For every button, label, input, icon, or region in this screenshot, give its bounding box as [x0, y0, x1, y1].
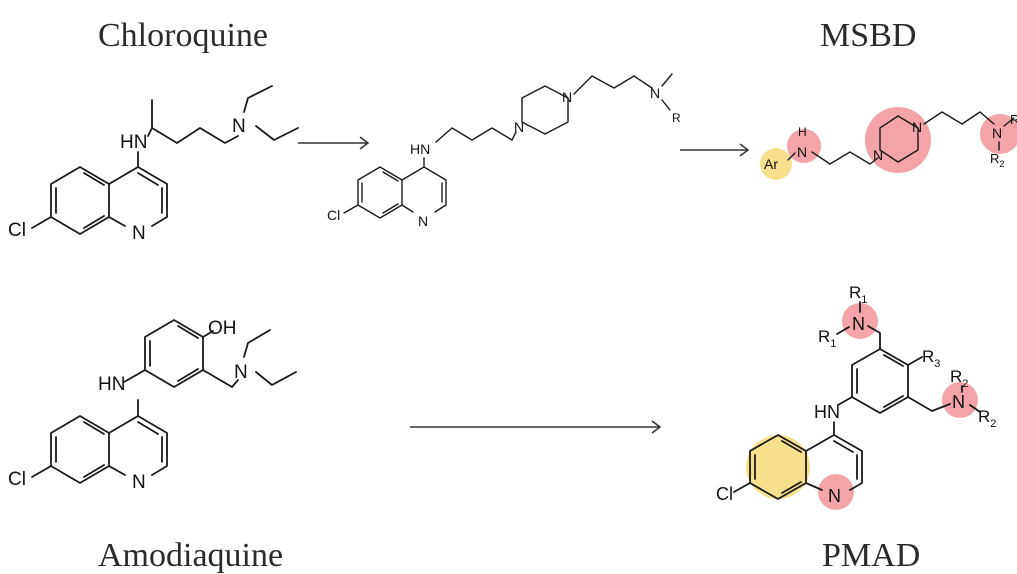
- arrow-intermediate-to-msbd: [680, 143, 750, 157]
- atom-h: H: [798, 125, 807, 139]
- arrow-amodiaquine-to-pmad: [410, 420, 662, 434]
- atom-n-amine: N: [234, 362, 248, 383]
- atom-n-ring: N: [418, 213, 428, 229]
- atom-r3: R3: [922, 347, 940, 370]
- atom-hn: HN: [98, 374, 125, 395]
- molecule-intermediate: Cl N HN N N N R: [327, 73, 681, 229]
- atom-n-ring: N: [132, 472, 146, 493]
- title-amodiaquine: Amodiaquine: [98, 537, 283, 574]
- title-msbd: MSBD: [820, 17, 916, 54]
- title-pmad: PMAD: [822, 537, 920, 574]
- atom-r-cutoff: R: [1010, 112, 1017, 127]
- molecule-pmad: Cl N HN R3 N R1 R1 N R2 R2: [716, 283, 996, 510]
- atom-r1-top: R1: [849, 283, 867, 306]
- title-chloroquine: Chloroquine: [98, 17, 268, 54]
- atom-oh: OH: [208, 318, 237, 339]
- atom-ar: Ar: [764, 156, 778, 172]
- molecule-chloroquine: Cl N HN N: [8, 85, 299, 244]
- atom-n-linker: N: [797, 144, 807, 160]
- atom-hn: HN: [120, 132, 147, 153]
- atom-n-pip2: N: [912, 119, 922, 135]
- atom-n-ring: N: [132, 223, 146, 244]
- atom-r2-right: R2: [978, 407, 996, 430]
- atom-r: R: [672, 111, 681, 125]
- atom-r1-left: R1: [818, 327, 836, 350]
- atom-n-amine: N: [232, 116, 246, 137]
- atom-n-terminal: N: [992, 125, 1002, 141]
- atom-n-terminal: N: [650, 85, 660, 101]
- atom-n-pip2: N: [562, 89, 572, 105]
- molecule-amodiaquine: Cl N HN OH N: [8, 318, 297, 493]
- atom-cl: Cl: [716, 484, 733, 504]
- atom-cl: Cl: [327, 207, 340, 223]
- highlight-nh: [787, 129, 821, 163]
- highlight-n-top: [842, 303, 878, 339]
- highlight-ring-n: [818, 474, 854, 510]
- highlight-n-right: [942, 382, 978, 418]
- highlight-piperazine: [865, 107, 931, 173]
- atom-n-right: N: [952, 392, 965, 412]
- atom-r2: R2: [990, 151, 1004, 169]
- highlight-ar: [760, 148, 792, 180]
- arrow-chloroquine-to-intermediate: [298, 136, 370, 150]
- atom-n-pip1: N: [514, 119, 524, 135]
- highlight-benzo-ring: [746, 435, 810, 499]
- atom-n-ring: N: [828, 486, 841, 506]
- highlight-n-terminal: [980, 114, 1017, 154]
- molecule-msbd: Ar H N N N N R R2: [760, 107, 1017, 180]
- atom-n-top: N: [852, 314, 865, 334]
- atom-r2-top: R2: [950, 367, 968, 390]
- atom-hn: HN: [814, 402, 840, 422]
- atom-cl: Cl: [8, 469, 26, 490]
- atom-n-pip1: N: [873, 147, 883, 163]
- atom-cl: Cl: [8, 220, 26, 241]
- atom-hn: HN: [410, 141, 430, 157]
